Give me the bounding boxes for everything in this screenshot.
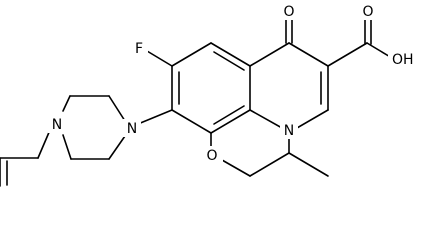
bonds <box>0 19 393 187</box>
bond-c4a-c5a <box>288 42 329 67</box>
bond-pip-4 <box>62 134 72 160</box>
bond-acid-oh <box>366 42 393 59</box>
acid-carbonyl-oxygen-label: O <box>362 4 373 20</box>
bond-c-n-piperazine <box>137 109 173 125</box>
bond-o-ch2 <box>221 159 251 177</box>
bond-acid-c <box>327 42 368 67</box>
molecule-structure: O O OH F N N N O <box>0 2 420 187</box>
bond-c1-c2 <box>210 42 251 67</box>
bond-ch-methyl <box>288 152 329 177</box>
bond-c4-c5 <box>171 109 212 134</box>
piperazine-allyl-nitrogen-label: N <box>52 117 62 133</box>
ring-nitrogen-label: N <box>284 123 294 139</box>
fluorine-label: F <box>135 41 143 57</box>
atom-labels: O O OH F N N N O <box>48 2 420 164</box>
bond-ring-n-c3 <box>249 109 283 129</box>
ring-oxygen-label: O <box>206 148 217 164</box>
bond-c3-c4 <box>210 109 251 134</box>
bond-allyl-1 <box>37 129 51 159</box>
bond-pip-1 <box>108 95 126 122</box>
oxo-oxygen-label: O <box>283 4 294 20</box>
bond-c6a-ring-n <box>296 109 329 129</box>
bond-c1-c2-inner <box>213 51 245 71</box>
piperazine-aryl-nitrogen-label: N <box>127 121 137 137</box>
bond-c2-c4a <box>249 42 290 67</box>
bond-ch2-ch <box>249 152 290 177</box>
bond-pip-3 <box>62 95 71 112</box>
bond-pip-6 <box>108 135 126 160</box>
bond-c-f <box>146 50 173 67</box>
bond-c6-c1 <box>171 42 212 67</box>
bond-c3-c4-inner <box>213 105 245 125</box>
acid-hydroxyl-label: OH <box>392 52 414 68</box>
